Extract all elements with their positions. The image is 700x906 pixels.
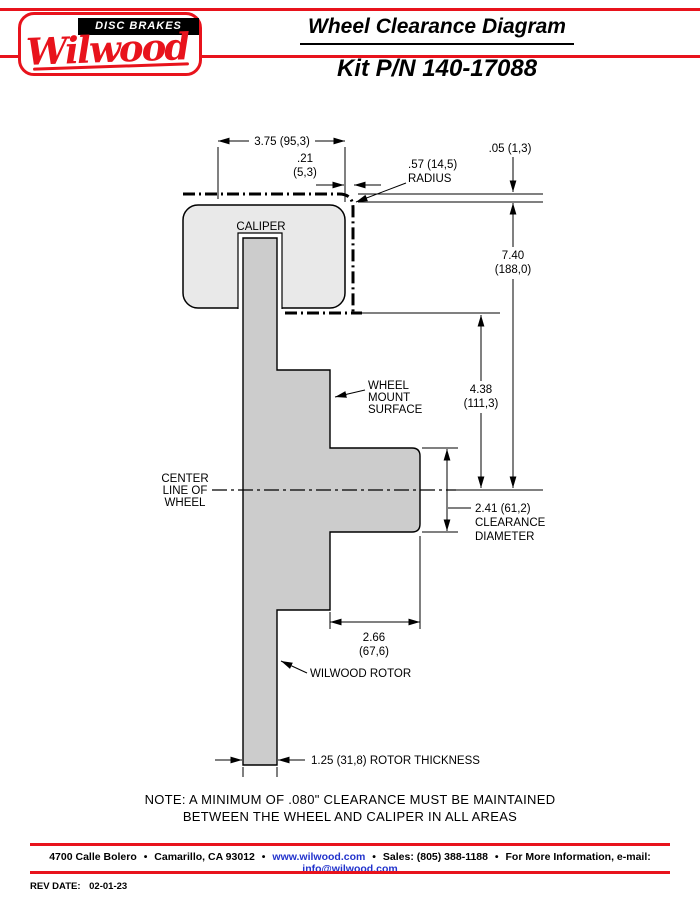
radius-leader — [355, 182, 407, 203]
dim-hat-value: 2.66 — [363, 632, 385, 644]
wheel-mount-label-1: WHEEL — [368, 380, 410, 392]
wheel-profile-dashed-line — [183, 192, 362, 315]
rotor-hat-shape — [242, 237, 421, 766]
dim-clearance-dia-value: 2.41 (61,2) — [475, 503, 531, 515]
footer-red-rule-bottom — [30, 871, 670, 874]
dim-gap-value: .21 — [297, 153, 313, 165]
dim-radius-word: RADIUS — [408, 173, 452, 185]
dim-text-backgrounds — [249, 133, 537, 413]
extension-lines — [217, 147, 543, 777]
wilwood-logo: DISC BRAKES Wilwood — [18, 12, 202, 76]
diagram-texts: 3.75 (95,3) .21 (5,3) .57 (14,5) RADIUS … — [161, 136, 545, 767]
centerline-label-3: WHEEL — [165, 497, 207, 509]
footer-separator: • — [261, 851, 266, 863]
footer-address: 4700 Calle Bolero — [49, 851, 137, 863]
dim-clearance-dia-word1: CLEARANCE — [475, 517, 546, 529]
rev-date-value: 02-01-23 — [89, 881, 128, 892]
centerline-label-1: CENTER — [161, 473, 208, 485]
rev-date: REV DATE: 02-01-23 — [30, 881, 127, 892]
footer-separator: • — [143, 851, 148, 863]
dim-radius-value: .57 (14,5) — [408, 159, 457, 171]
header-red-rule — [0, 55, 700, 58]
dim-clearance-dia-word2: DIAMETER — [475, 531, 534, 543]
top-red-rule — [0, 8, 700, 11]
footer-sales: Sales: (805) 388-1188 — [382, 851, 488, 863]
dim-wheel-radius-mm: (188,0) — [495, 264, 532, 276]
note-line-1: NOTE: A MINIMUM OF .080" CLEARANCE MUST … — [144, 792, 556, 807]
dim-mount-value: 4.38 — [470, 384, 492, 396]
rotor-leader — [280, 660, 308, 674]
footer-info-label: For More Information, e-mail: — [505, 851, 651, 863]
wheel-mount-label-3: SURFACE — [368, 404, 423, 416]
dim-wheel-radius-value: 7.40 — [502, 250, 524, 262]
dim-overall-width-text: 3.75 (95,3) — [254, 136, 310, 148]
dim-hat-mm: (67,6) — [359, 646, 389, 658]
footer-website-link[interactable]: www.wilwood.com — [272, 851, 366, 863]
rev-date-label: REV DATE: — [30, 881, 81, 892]
footer-separator: • — [372, 851, 376, 863]
rotor-label: WILWOOD ROTOR — [310, 668, 411, 680]
note-line-2: BETWEEN THE WHEEL AND CALIPER IN ALL ARE… — [182, 809, 518, 824]
dim-gap-mm: (5,3) — [293, 167, 317, 179]
centerline-label-2: LINE OF — [163, 485, 208, 497]
page-title: Wheel Clearance Diagram — [300, 15, 574, 45]
caliper-label: CALIPER — [236, 221, 285, 233]
wheel-mount-label-2: MOUNT — [368, 392, 410, 404]
dim-rotor-thickness-text: 1.25 (31,8) ROTOR THICKNESS — [311, 755, 480, 767]
footer-red-rule-top — [30, 843, 670, 846]
footer-city: Camarillo, CA 93012 — [154, 851, 255, 863]
kit-part-number: Kit P/N 140-17088 — [336, 55, 538, 82]
logo-tagline: DISC BRAKES — [78, 18, 199, 35]
dim-mount-mm: (111,3) — [464, 398, 499, 410]
dim-top-clearance-text: .05 (1,3) — [489, 143, 532, 155]
wheel-mount-leader — [334, 389, 366, 398]
footer-separator: • — [494, 851, 499, 863]
page-title-wrap: Wheel Clearance Diagram — [287, 15, 587, 45]
